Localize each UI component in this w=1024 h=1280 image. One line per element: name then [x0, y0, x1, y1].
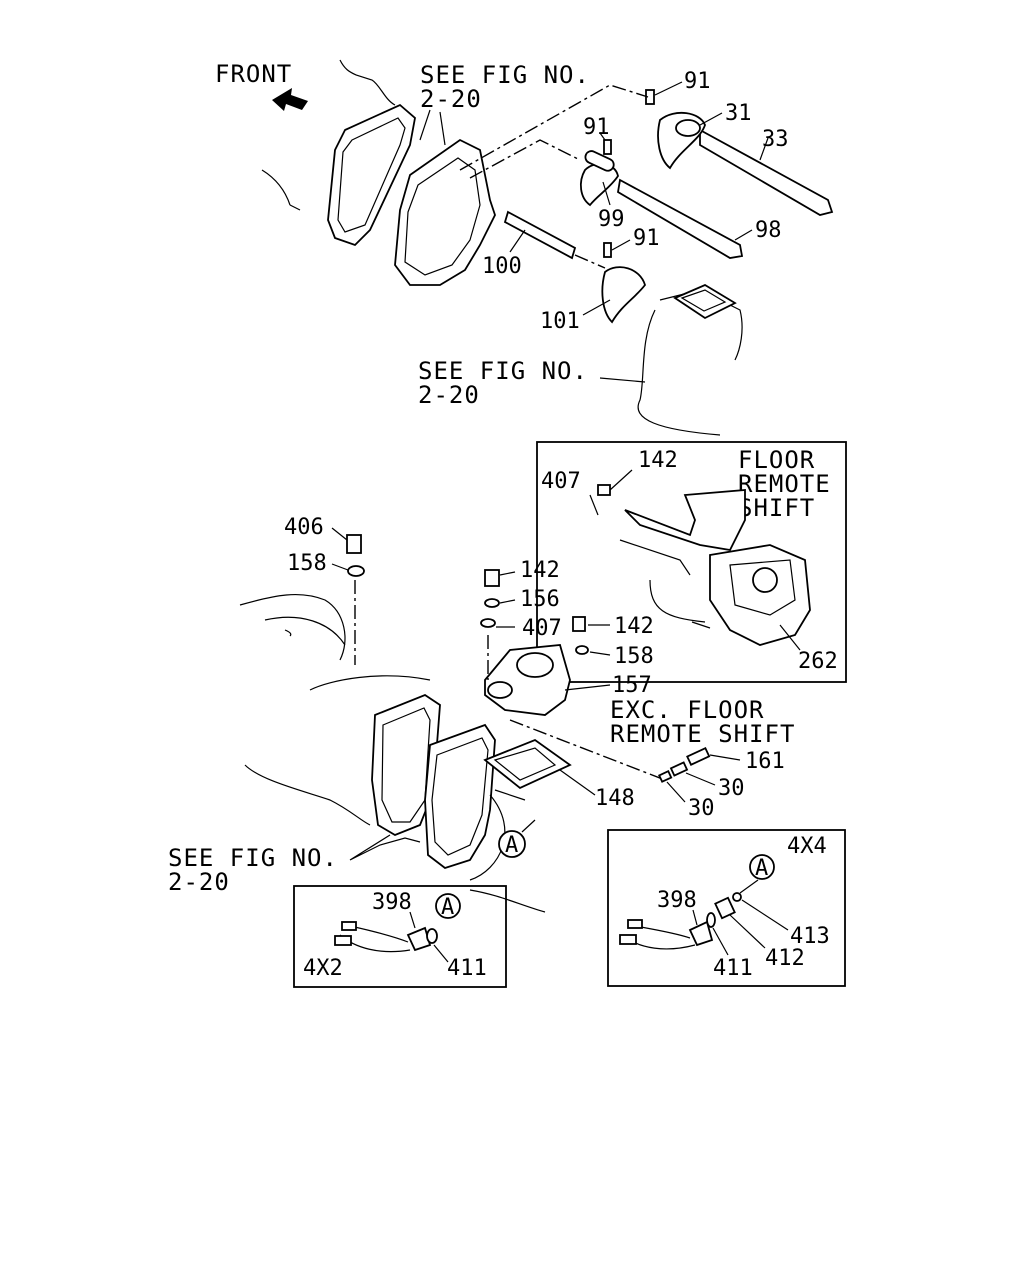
label-161: 161: [745, 749, 785, 774]
label-158b: 158: [614, 644, 654, 669]
exc-line1: EXC. FLOOR: [610, 696, 765, 724]
see-fig-top-line2: 2-20: [420, 85, 482, 113]
label-398-4x2: 398: [372, 890, 412, 915]
case-outline-top: [261, 59, 396, 211]
floor-remote-shift-box: [536, 441, 847, 683]
label-262: 262: [798, 649, 838, 674]
shift-rod-100: [503, 210, 577, 260]
front-label: FRONT: [215, 60, 292, 88]
sensor-398-4x2: [406, 926, 432, 952]
fork-101: [601, 266, 646, 324]
bolt-142a: [597, 484, 611, 496]
callout-a-mid: [498, 830, 526, 858]
pin-91c: [603, 242, 612, 258]
callout-a-4x2-label: A: [441, 895, 454, 920]
front-arrow-icon: [272, 88, 308, 111]
front-gasket: [327, 103, 416, 247]
label-99: 99: [598, 207, 625, 232]
floor-line3: SHIFT: [738, 494, 815, 522]
switch-161: [686, 746, 711, 766]
pin-91b: [603, 139, 612, 155]
label-33: 33: [762, 127, 789, 152]
lower-cover-plate: [424, 723, 496, 870]
label-30b: 30: [688, 796, 715, 821]
label-158a: 158: [287, 551, 327, 576]
shift-rod-33: [699, 128, 834, 216]
label-142b: 142: [520, 558, 560, 583]
bolt-142c: [572, 616, 586, 632]
shift-rod-98: [617, 178, 744, 259]
see-fig-mid-line1: SEE FIG NO.: [418, 357, 588, 385]
sensor-398-4x4: [688, 920, 714, 947]
variant-4x2-box: [293, 885, 507, 988]
remote-shift-housing-262: [709, 544, 811, 646]
label-407b: 407: [522, 616, 562, 641]
remote-shift-lever: [624, 489, 746, 551]
label-91c: 91: [633, 226, 660, 251]
label-100: 100: [482, 254, 522, 279]
label-31: 31: [725, 101, 752, 126]
label-406: 406: [284, 515, 324, 540]
label-411-4x2: 411: [447, 956, 487, 981]
see-fig-bot-line1: SEE FIG NO.: [168, 844, 338, 872]
callout-a-mid-label: A: [505, 833, 518, 858]
variant-4x4-box: [607, 829, 846, 987]
exc-line2: REMOTE SHIFT: [610, 720, 795, 748]
see-fig-bot-line2: 2-20: [168, 868, 230, 896]
shift-cover-plate: [394, 138, 496, 286]
label-101: 101: [540, 309, 580, 334]
variant-4x4-label: 4X4: [787, 834, 827, 859]
label-148: 148: [595, 786, 635, 811]
bolt-406: [346, 534, 362, 554]
plate-148: [483, 738, 572, 790]
callout-a-4x2: [435, 893, 461, 919]
housing-outline-mid: [637, 289, 743, 436]
label-411-4x4: 411: [713, 956, 753, 981]
callout-a-4x4: [749, 854, 775, 880]
label-412: 412: [765, 946, 805, 971]
label-398-4x4: 398: [657, 888, 697, 913]
label-98: 98: [755, 218, 782, 243]
callout-a-4x4-label: A: [755, 856, 768, 881]
label-407a: 407: [541, 469, 581, 494]
label-157: 157: [612, 673, 652, 698]
label-156: 156: [520, 587, 560, 612]
label-142c: 142: [614, 614, 654, 639]
label-142a: 142: [638, 448, 678, 473]
fork-99: [579, 162, 619, 207]
label-91b: 91: [583, 115, 610, 140]
case-outline-lower: [239, 593, 431, 826]
see-fig-top-line1: SEE FIG NO.: [420, 61, 590, 89]
variant-4x2-label: 4X2: [303, 956, 343, 981]
see-fig-mid-line2: 2-20: [418, 381, 480, 409]
label-30a: 30: [718, 776, 745, 801]
floor-line1: FLOOR: [738, 446, 815, 474]
label-91a: 91: [684, 69, 711, 94]
bolt-142b: [484, 569, 500, 587]
floor-line2: REMOTE: [738, 470, 831, 498]
label-413: 413: [790, 924, 830, 949]
